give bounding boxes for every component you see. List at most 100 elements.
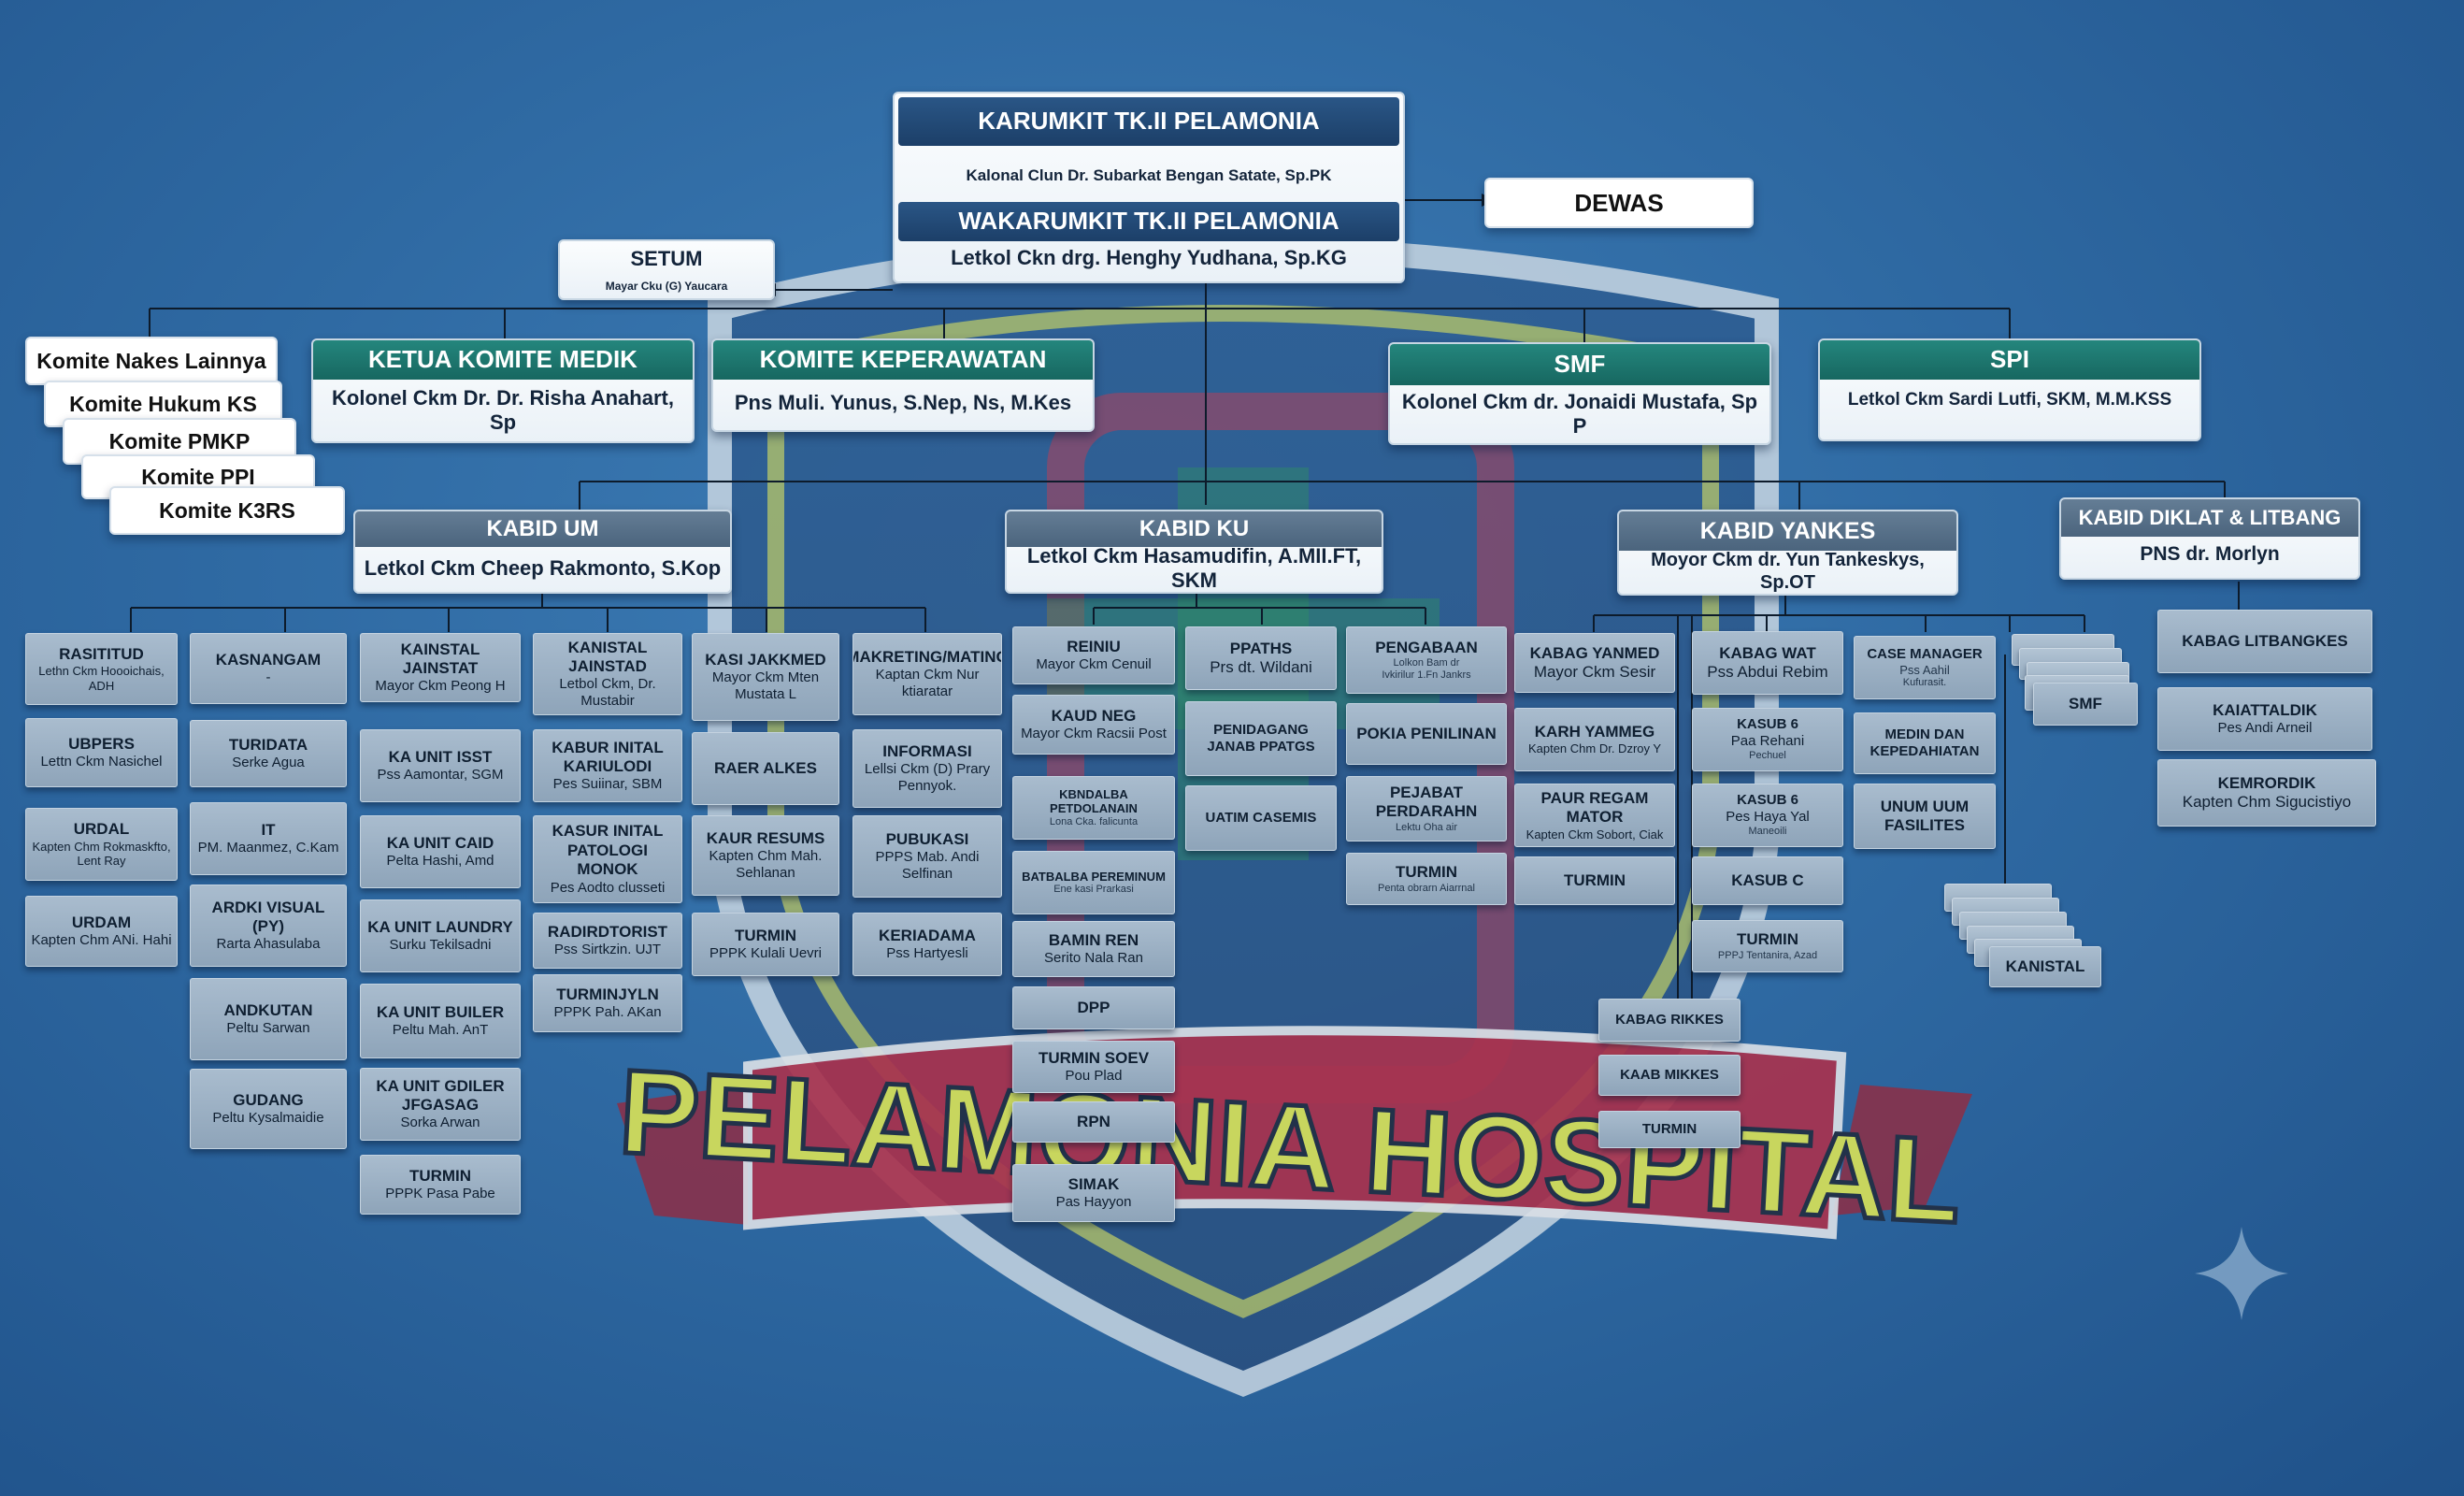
unit-name: Letbol Ckm, Dr. Mustabir (559, 676, 656, 710)
committee-nakes-box: Komite Nakes Lainnya (25, 337, 278, 385)
unit-title: KASUR INITAL PATOLOGI MONOK (552, 822, 664, 879)
unit-name: Mayor Ckm Peong H (375, 678, 506, 695)
unit-title: PENIDAGANG JANAB PPATGS (1207, 722, 1315, 755)
unit-title: KANISTAL JAINSTAD (567, 638, 648, 675)
unit-name: Pou Plad (1065, 1068, 1123, 1085)
unit-title: MAKRETING/MATING (852, 647, 1002, 666)
unit-name: Peltu Kysalmaidie (212, 1110, 324, 1127)
unit-name: Pas Hayyon (1055, 1194, 1132, 1211)
unit-title: KABUR INITAL KARIULODI (552, 738, 664, 775)
unit-title: URDAM (71, 913, 132, 931)
unit-title: MEDIN DAN KEPEDAHIATAN (1869, 726, 1980, 759)
unit-title: TURMIN (408, 1166, 472, 1185)
unit-title: IT (261, 820, 276, 839)
unit-title: KA UNIT GDILER JFGASAG (376, 1076, 505, 1114)
unit-name: Pes Suiinar, SBM (552, 776, 663, 793)
unit-title: BATBALBA PEREMINUM (1022, 869, 1166, 884)
rikkes-box: KABAG RIKKES (1598, 999, 1741, 1042)
ku-unit-box: RPN (1012, 1101, 1175, 1143)
unit-title: CASE MANAGER (1867, 645, 1983, 662)
dewas-box: DEWAS (1484, 178, 1754, 228)
komite-medik-title: KETUA KOMITE MEDIK (313, 340, 693, 380)
unit-name: Pes Aodto clusseti (550, 879, 666, 896)
unit-title: KABAG RIKKES (1615, 1012, 1724, 1028)
kabid-yankes-name: Moyor Ckm dr. Yun Tankeskys, Sp.OT (1651, 550, 1925, 593)
unit-title: ARDKI VISUAL (PY) (211, 898, 325, 935)
komite-keperawatan-name: Pns Muli. Yunus, S.Nep, Ns, M.Kes (734, 390, 1072, 414)
unit-title: TURMIN (1395, 863, 1458, 882)
kanistal-stack-box: KANISTAL (1989, 946, 2101, 987)
unit-title: KA UNIT ISST (388, 747, 493, 766)
karumkit-title: KARUMKIT TK.II PELAMONIA (898, 97, 1399, 146)
unit-name: PPPK Kulali Uevri (709, 945, 823, 962)
unit-title: TURMINJYLN (556, 985, 659, 1003)
unit-name: Peltu Mah. AnT (392, 1022, 489, 1039)
unit-title: POKIA PENILINAN (1356, 724, 1497, 742)
unit-name: PPPS Mab. Andi Selfinan (875, 849, 980, 883)
unit-name: PM. Maanmez, C.Kam (197, 840, 339, 856)
unit-name: Sorka Arwan (400, 1115, 480, 1131)
karumkit-box: KARUMKIT TK.II PELAMONIA Kalonal Clun Dr… (893, 92, 1405, 283)
unit-name: Pss Aahil (1899, 662, 1950, 677)
smf-name: Kolonel Ckm dr. Jonaidi Mustafa, Sp P (1401, 389, 1758, 438)
unit-title: REINIU (1067, 637, 1121, 655)
komite-medik-name: Kolonel Ckm Dr. Dr. Risha Anahart, Sp (332, 385, 674, 434)
unit-name: - (265, 669, 271, 686)
unit-title: KERIADAMA (879, 926, 976, 944)
unit-title: KA UNIT LAUNDRY (367, 917, 513, 936)
kabid-ku-box: KABID KU Letkol Ckm Hasamudifin, A.MII.F… (1005, 510, 1383, 594)
unit-title: ANDKUTAN (223, 1000, 313, 1019)
unit-title: KAIATTALDIK (2213, 700, 2317, 719)
kabid-um-name: Letkol Ckm Cheep Rakmonto, S.Kop (364, 555, 722, 580)
unit-note: Pechuel (1749, 750, 1786, 762)
unit-name: PPPJ Tentanira, Azad (1717, 949, 1818, 961)
unit-title: TURMIN (734, 926, 797, 944)
unit-title: KAAB MIKKES (1620, 1067, 1719, 1083)
unit-title: PEJABAT PERDARAHN (1375, 784, 1478, 821)
yankes-unit-box: MEDIN DAN KEPEDAHIATAN (1854, 712, 1996, 774)
unit-name: Lolkon Bam dr (1393, 657, 1460, 669)
unit-name: Surku Tekilsadni (389, 937, 492, 954)
unit-name: Kapten Chm Dr. Dzroy Y (1527, 741, 1662, 756)
ku-unit-box: PENIDAGANG JANAB PPATGS (1185, 701, 1337, 776)
unit-title: KAINSTAL JAINSTAT (400, 640, 480, 677)
kabid-um-box: KABID UM Letkol Ckm Cheep Rakmonto, S.Ko… (353, 510, 732, 594)
unit-name: Kaptan Ckm Nur ktiaratar (875, 667, 980, 700)
unit-name: Kapten Chm Rokmaskfto, Lent Ray (32, 839, 171, 869)
unit-name: Rarta Ahasulaba (216, 936, 321, 953)
unit-title: KASI JAKKMED (705, 650, 826, 669)
spi-box: SPI Letkol Ckm Sardi Lutfi, SKM, M.M.KSS (1818, 338, 2201, 441)
yankes-unit-box: KASUB C (1692, 856, 1843, 905)
unit-name: Pes Haya Yal (1726, 809, 1810, 826)
unit-name: Lellsi Ckm (D) Prary Pennyok. (864, 761, 991, 795)
kabid-diklat-box: KABID DIKLAT & LITBANG PNS dr. Morlyn (2059, 497, 2360, 580)
setum-box: SETUM Mayar Cku (G) Yaucara (558, 239, 775, 300)
karumkit-name: Kalonal Clun Dr. Subarkat Bengan Satate,… (966, 165, 1332, 184)
unit-note: Maneoili (1748, 826, 1787, 838)
unit-name: Mayor Ckm Cenuil (1036, 656, 1152, 673)
komite-keperawatan-box: KOMITE KEPERAWATAN Pns Muli. Yunus, S.Ne… (711, 338, 1095, 432)
unit-title: INFORMASI (882, 741, 972, 760)
